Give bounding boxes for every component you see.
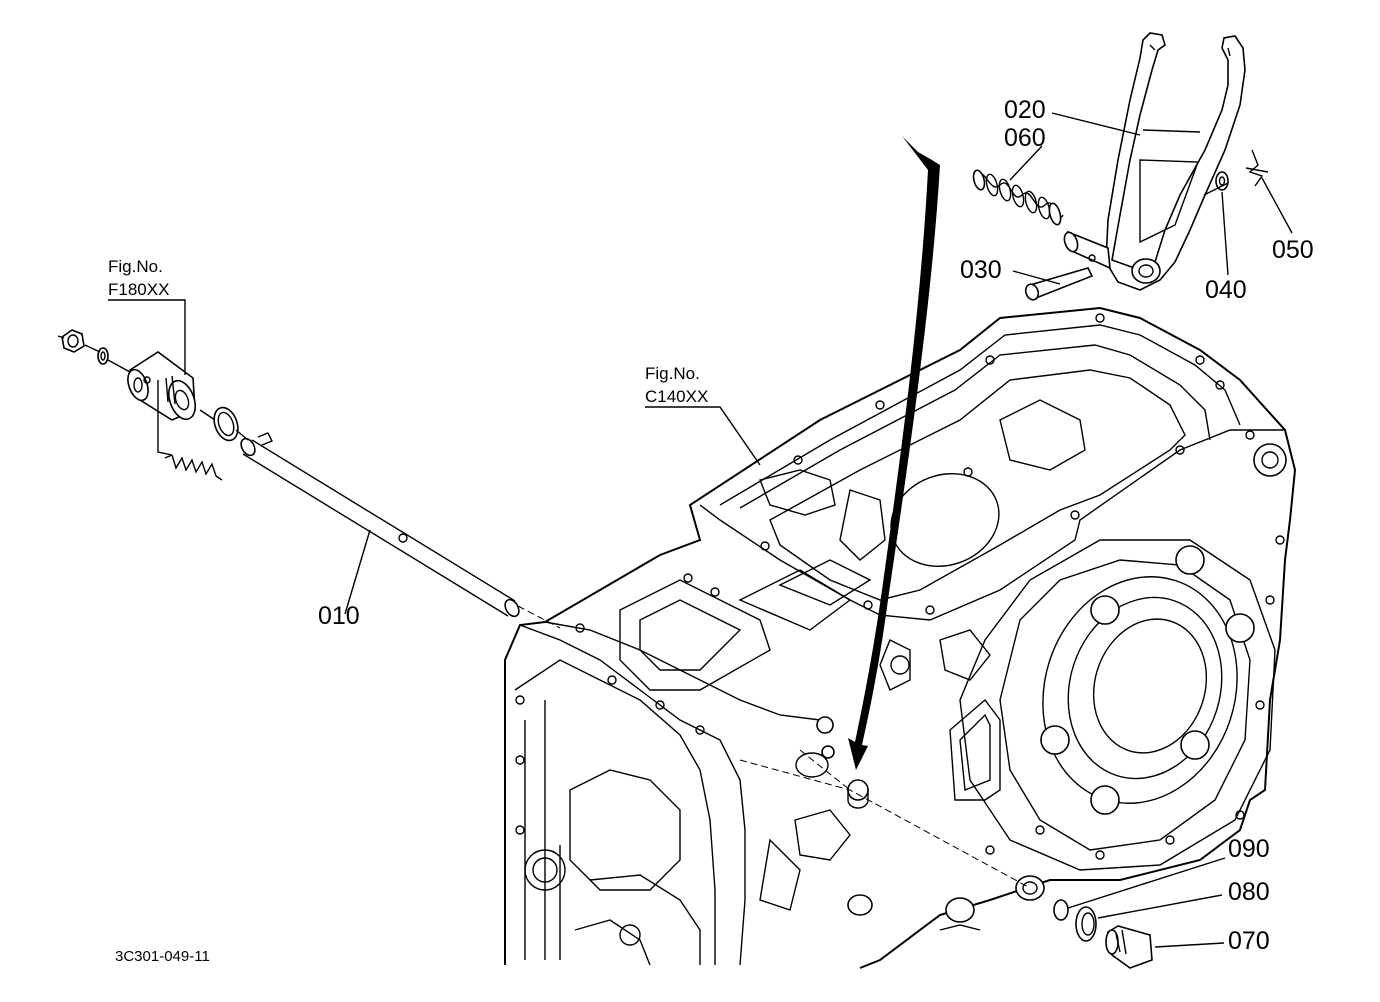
assembly-arrow [848,136,940,770]
transmission-case [504,306,1297,969]
shaft-end-fittings [57,329,249,481]
washer-040 [1215,171,1229,191]
part-label-090: 090 [1228,835,1270,863]
oring-090 [1053,899,1069,921]
fig-ref-title: Fig.No. [108,257,163,276]
shift-shaft-010 [240,432,561,629]
part-label-070: 070 [1228,927,1270,955]
part-label-040: 040 [1205,276,1247,304]
part-label-030: 030 [960,256,1002,284]
flange-bolt-holes [515,313,1285,860]
pin-030 [1024,267,1094,301]
pin-050 [1245,149,1269,187]
washer-080 [1075,906,1097,942]
drawing-number: 3C301-049-11 [115,948,210,965]
part-label-020: 020 [1004,96,1046,124]
part-label-060: 060 [1004,124,1046,152]
plug-070 [1105,925,1153,969]
shift-fork-020 [1063,32,1246,291]
part-label-050: 050 [1272,236,1314,264]
figure-reference-c140: Fig.No. C140XX [645,364,708,406]
spring-060 [972,169,1064,226]
figure-reference-f180: Fig.No. F180XX [108,257,169,299]
part-label-080: 080 [1228,878,1270,906]
part-labels: 010 020 030 040 050 060 070 080 090 [318,96,1314,955]
fig-ref-code: F180XX [108,280,169,299]
fig-ref-code: C140XX [645,387,708,406]
fig-ref-title: Fig.No. [645,364,700,383]
part-label-010: 010 [318,602,360,630]
leader-lines [108,112,1293,948]
